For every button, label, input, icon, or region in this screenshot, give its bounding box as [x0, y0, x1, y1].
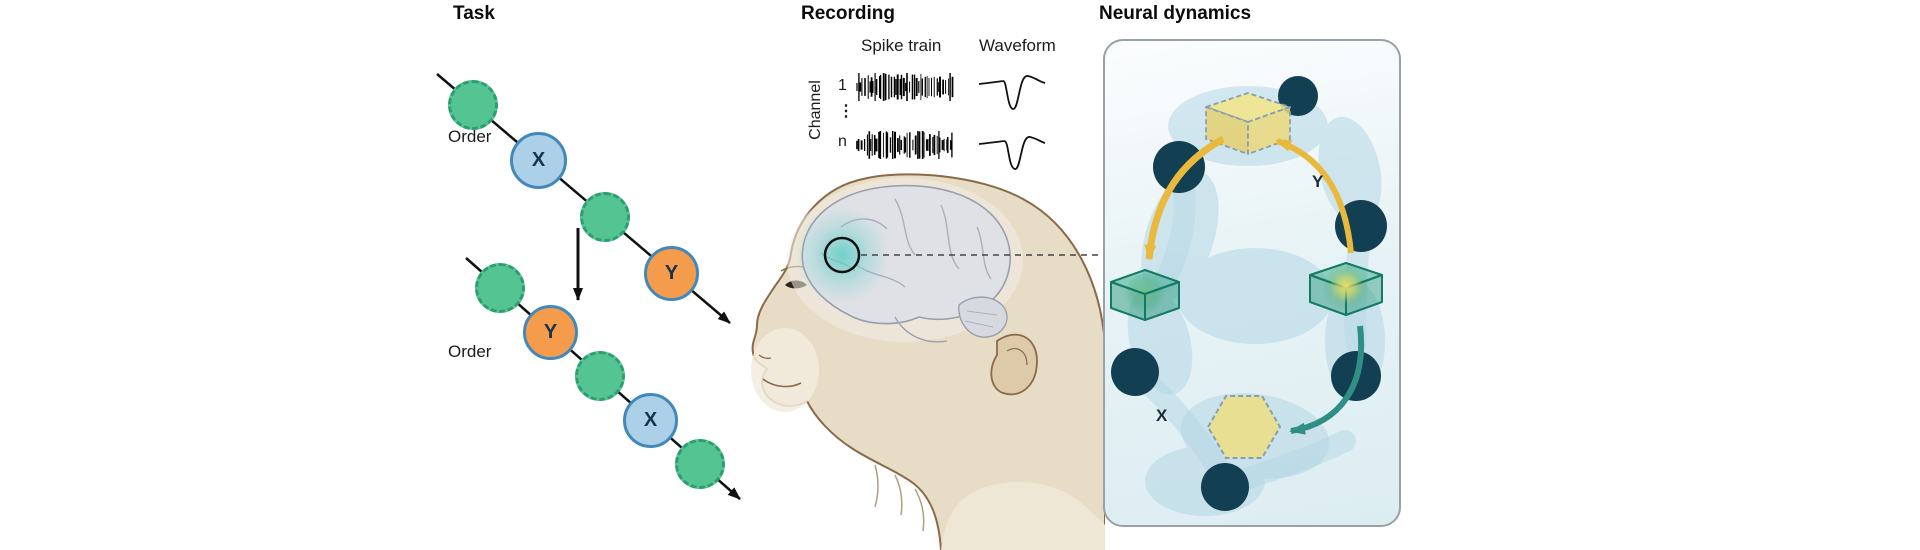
seq2-distractor-dot-3	[675, 439, 725, 489]
teal-trajectory-arrow	[1289, 325, 1365, 435]
neural-dynamics-panel-title: Neural dynamics	[1099, 3, 1252, 24]
waveform-channel-1	[978, 75, 1046, 110]
seq2-item-y: Y	[523, 305, 578, 360]
neural-state-space	[1110, 76, 1387, 516]
neural-label-y: Y	[1312, 172, 1324, 191]
seq2-distractor-dot-1	[475, 263, 525, 313]
order-label-1: Order	[448, 127, 492, 146]
seq2-item-x: X	[623, 393, 678, 448]
spike-train-channel-1	[856, 73, 954, 101]
waveform-channel-n	[978, 136, 1046, 170]
green-state-cube-left	[1110, 269, 1180, 321]
pfc-highlight	[794, 207, 890, 303]
monkey-mouth	[762, 378, 802, 388]
neural-label-x: X	[1156, 406, 1168, 425]
yellow-trajectory-arrow-right	[1275, 138, 1354, 254]
seq1-distractor-dot-2	[580, 192, 630, 242]
yellow-state-cube-bottom	[1206, 395, 1282, 459]
recording-site-circle	[823, 236, 861, 274]
monkey-nostril	[758, 354, 772, 360]
fur-strokes	[874, 464, 925, 532]
spike-train-channel-n	[856, 131, 954, 159]
order-label-2: Order	[448, 342, 492, 361]
task-panel-title: Task	[453, 3, 495, 24]
yellow-trajectory-arrow-left	[1144, 135, 1225, 261]
channel-1-label: 1	[838, 77, 847, 94]
channel-ellipsis: ⋮	[838, 103, 854, 120]
seq1-item-x: X	[510, 132, 567, 189]
seq1-item-x-label: X	[531, 149, 546, 171]
cerebellum	[958, 296, 1008, 338]
seq1-item-y-label: Y	[664, 262, 679, 284]
network-nodes	[1111, 76, 1387, 511]
waveform-label: Waveform	[979, 36, 1056, 55]
green-state-cube-right	[1309, 262, 1383, 316]
seq2-distractor-dot-2	[575, 351, 625, 401]
monkey-ear	[990, 333, 1038, 396]
seq1-distractor-dot-1	[448, 80, 498, 130]
channel-n-label: n	[838, 133, 847, 150]
seq2-item-y-label: Y	[543, 321, 558, 343]
channel-axis-label: Channel	[807, 80, 824, 140]
spike-train-label: Spike train	[861, 36, 942, 55]
monkey-head-illustration	[751, 173, 1105, 550]
recording-panel-title: Recording	[801, 3, 895, 24]
seq2-item-x-label: X	[643, 409, 658, 431]
neural-dynamics-panel: Y X	[1103, 39, 1401, 527]
seq1-item-y: Y	[644, 246, 699, 301]
